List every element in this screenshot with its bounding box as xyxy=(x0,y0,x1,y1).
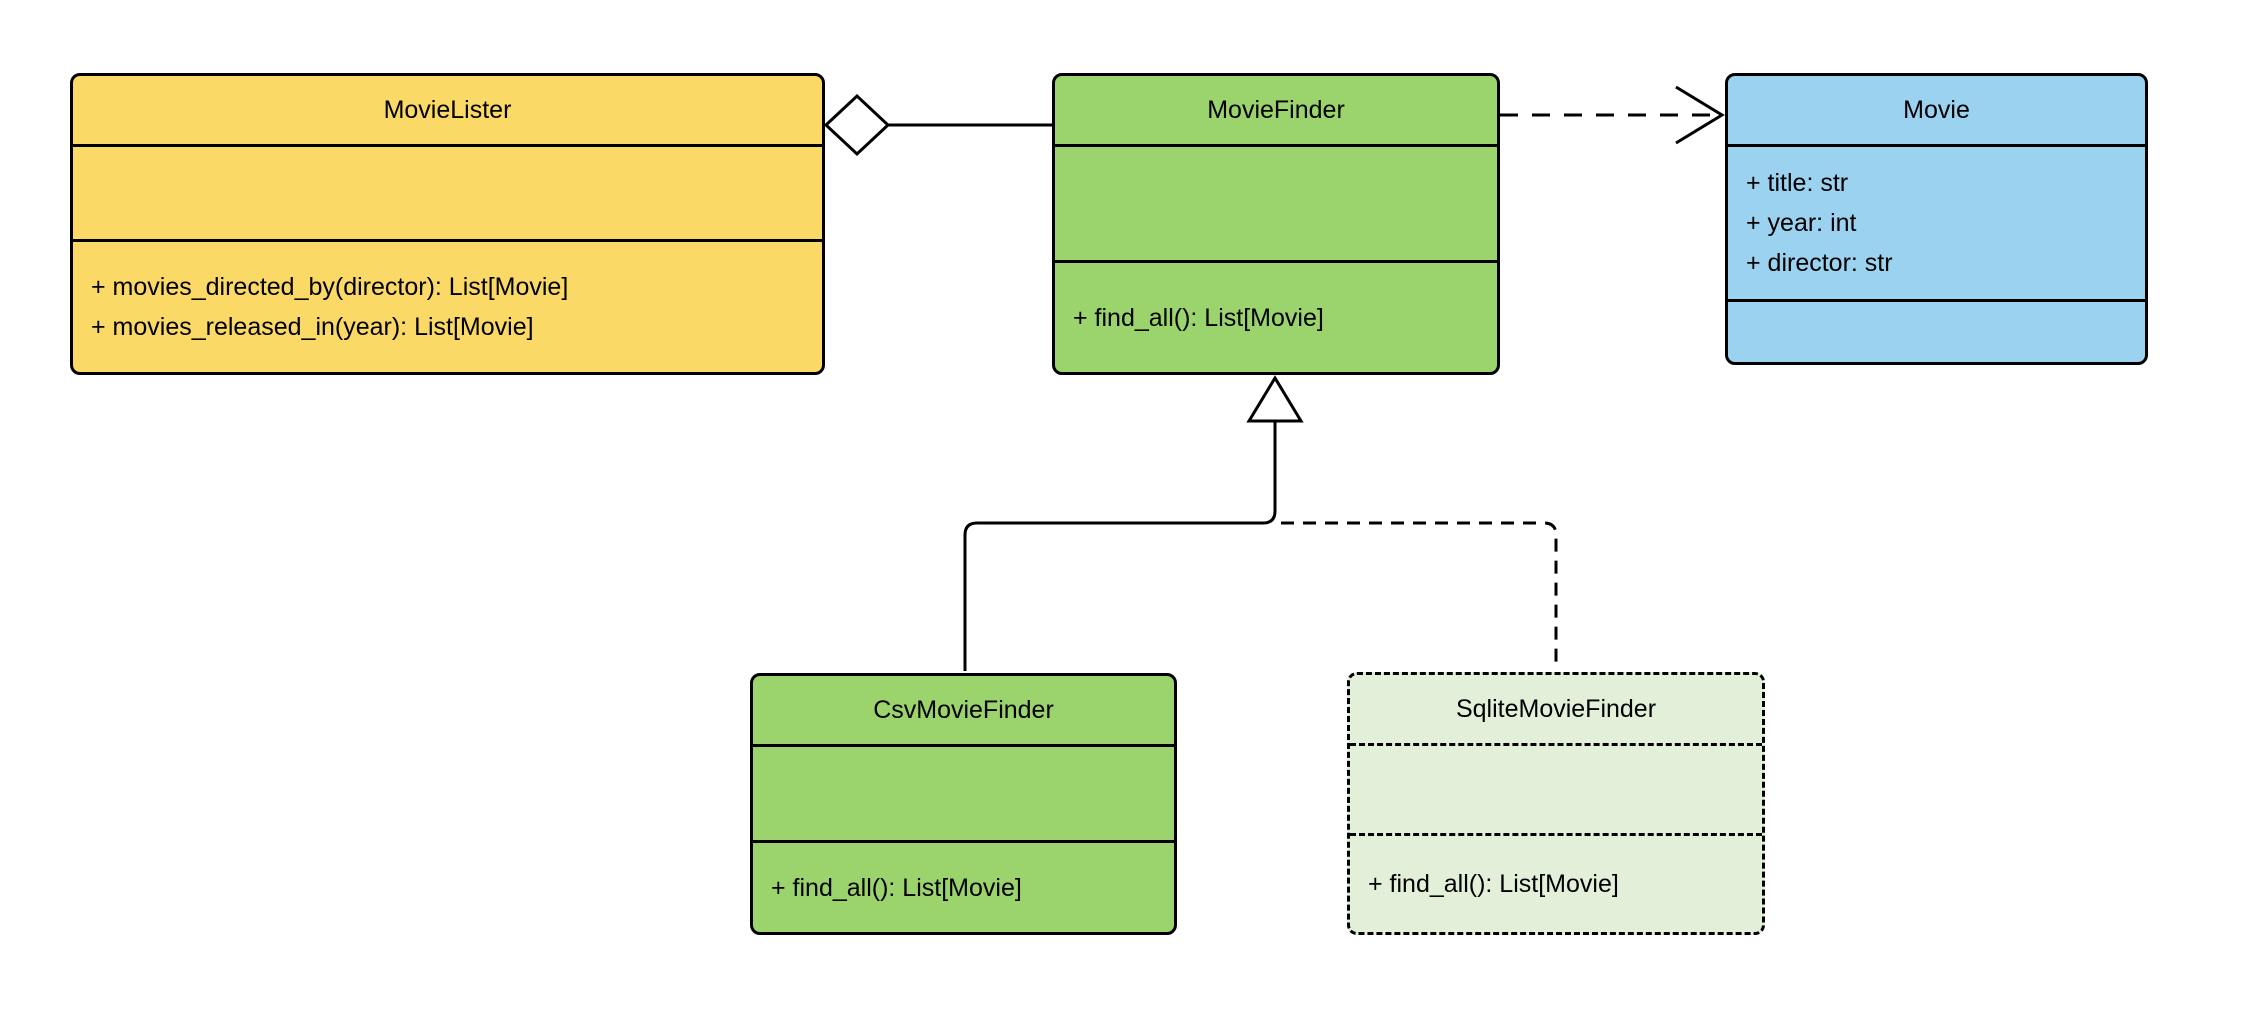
methods-section: + movies_directed_by(director): List[Mov… xyxy=(73,239,822,372)
class-sqlitemoviefinder: SqliteMovieFinder + find_all(): List[Mov… xyxy=(1347,672,1765,935)
class-name-text: MovieLister xyxy=(383,96,512,124)
inheritance-line-dashed xyxy=(1281,521,1558,670)
class-moviefinder: MovieFinder + find_all(): List[Movie] xyxy=(1052,73,1500,375)
attributes-section xyxy=(1350,743,1762,833)
method-text: + find_all(): List[Movie] xyxy=(1368,870,1619,898)
dependency-arrowhead-icon xyxy=(1675,85,1725,145)
methods-section xyxy=(1728,299,2145,362)
class-title: MovieFinder xyxy=(1055,76,1497,144)
class-movielister: MovieLister + movies_directed_by(directo… xyxy=(70,73,825,375)
method-text: + movies_directed_by(director): List[Mov… xyxy=(91,273,569,301)
attributes-section xyxy=(73,144,822,239)
attribute-text: + title: str xyxy=(1746,169,1849,197)
method-text: + find_all(): List[Movie] xyxy=(1073,303,1324,332)
class-name-text: SqliteMovieFinder xyxy=(1455,695,1657,723)
class-csvmoviefinder: CsvMovieFinder + find_all(): List[Movie] xyxy=(750,673,1177,935)
methods-section: + find_all(): List[Movie] xyxy=(1055,260,1497,372)
class-movie: Movie + title: str + year: int + directo… xyxy=(1725,73,2148,365)
attribute-text: + year: int xyxy=(1746,209,1857,237)
attribute-text: + director: str xyxy=(1746,249,1893,277)
class-title: CsvMovieFinder xyxy=(753,676,1174,744)
methods-section: + find_all(): List[Movie] xyxy=(1350,833,1762,932)
class-name-text: Movie xyxy=(1903,96,1970,124)
attributes-section xyxy=(753,744,1174,840)
class-title: MovieLister xyxy=(73,76,822,144)
aggregation-diamond-icon xyxy=(823,93,891,157)
class-name-text: CsvMovieFinder xyxy=(873,696,1054,724)
method-text: + movies_released_in(year): List[Movie] xyxy=(91,313,534,341)
class-name-text: MovieFinder xyxy=(1207,96,1345,124)
attributes-section: + title: str + year: int + director: str xyxy=(1728,144,2145,299)
inheritance-triangle-icon xyxy=(1246,375,1304,423)
methods-section: + find_all(): List[Movie] xyxy=(753,840,1174,932)
class-title: Movie xyxy=(1728,76,2145,144)
method-text: + find_all(): List[Movie] xyxy=(771,873,1022,902)
attributes-section xyxy=(1055,144,1497,260)
class-title: SqliteMovieFinder xyxy=(1350,675,1762,743)
inheritance-line-solid xyxy=(963,421,1277,671)
